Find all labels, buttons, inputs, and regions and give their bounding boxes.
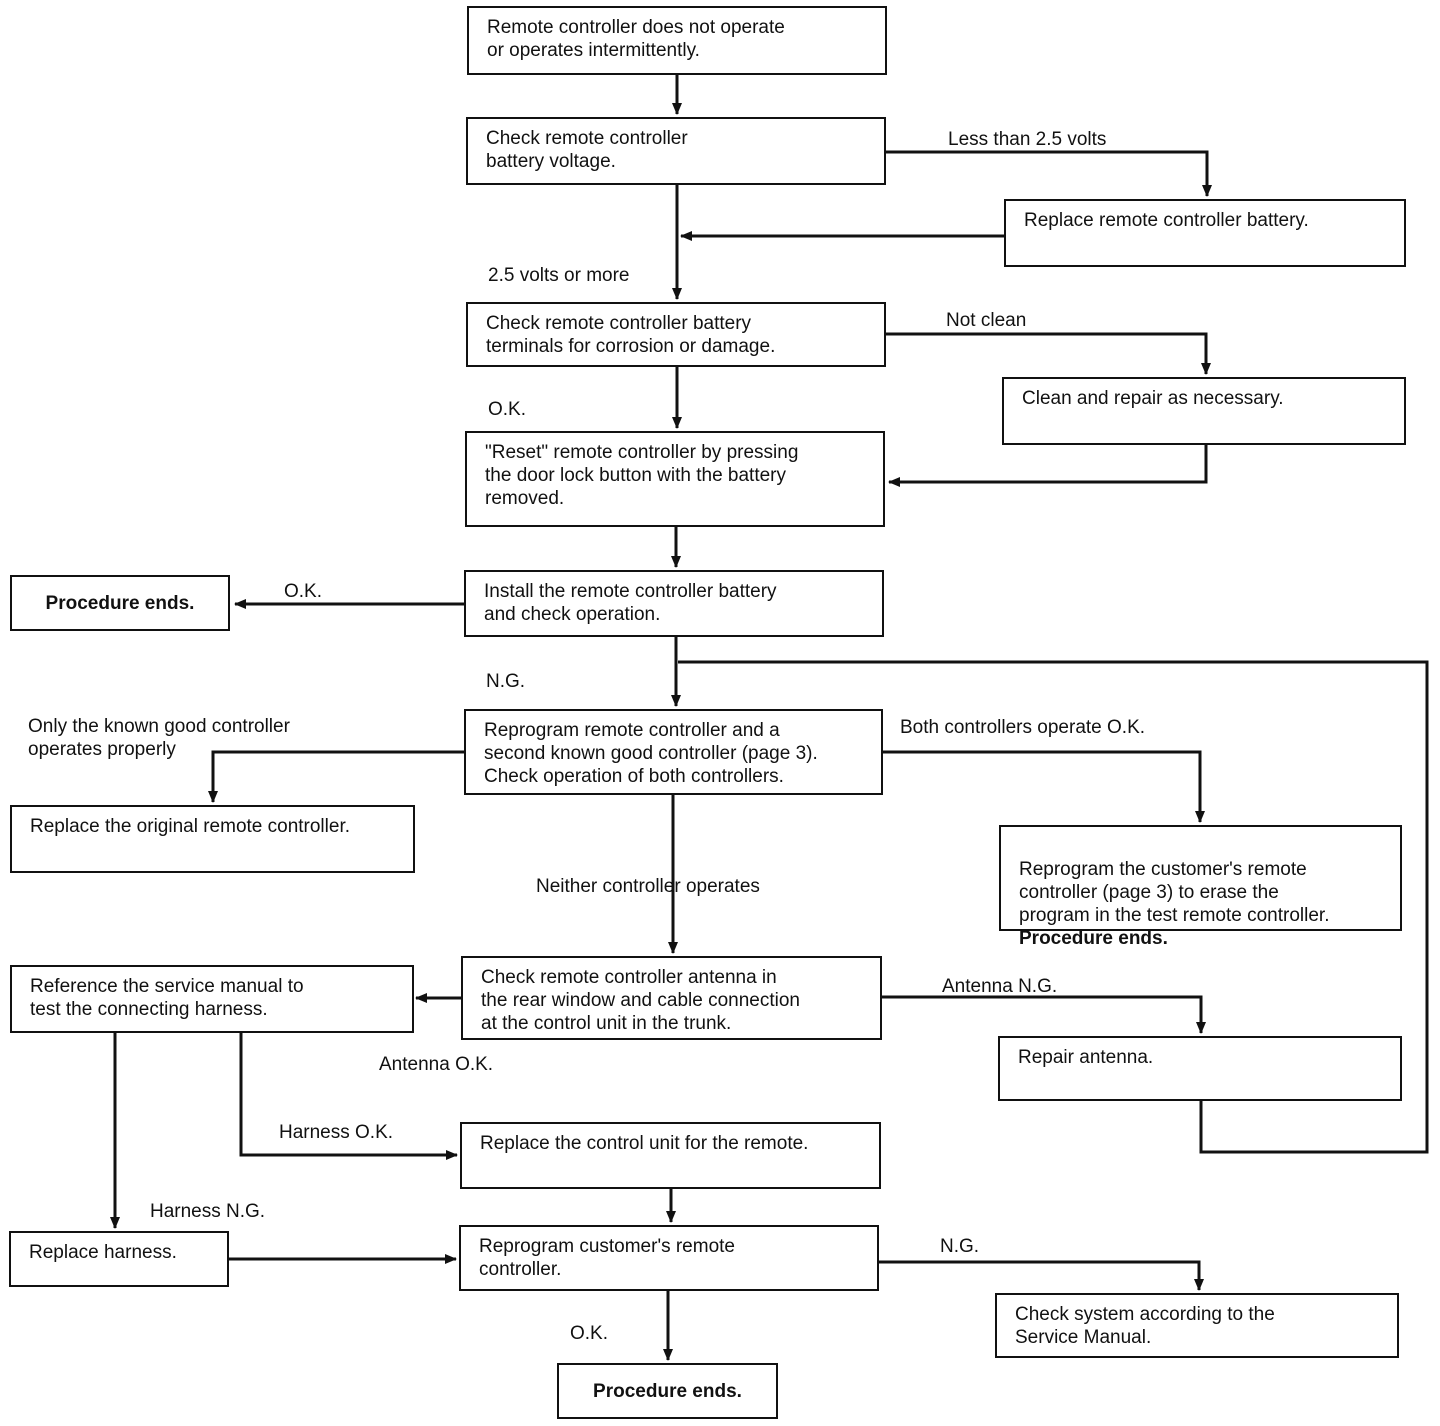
- label-only-known-good: Only the known good controller operates …: [28, 716, 290, 760]
- label-harness-ng: Harness N.G.: [150, 1201, 266, 1222]
- reset-controller-box: "Reset" remote controller by pressing th…: [465, 431, 885, 527]
- reprogram-customer-erase-end-text: Procedure ends.: [1019, 928, 1168, 949]
- reprogram-customer-erase-text: Reprogram the customer's remote controll…: [1019, 859, 1330, 926]
- arrow-reprogram-to-customer-erase: [882, 750, 1205, 823]
- label-neither-operates: Neither controller operates: [536, 876, 760, 897]
- replace-original-box: Replace the original remote controller.: [10, 805, 415, 873]
- label-not-clean: Not clean: [946, 310, 1027, 331]
- label-less-than-2-5-volts: Less than 2.5 volts: [948, 129, 1107, 150]
- label-ok-terminals: O.K.: [488, 399, 527, 420]
- label-ok-final: O.K.: [570, 1323, 609, 1344]
- label-ng-final: N.G.: [940, 1236, 980, 1257]
- arrow-battery-to-replace: [885, 150, 1212, 197]
- arrow-reference-to-control-unit: [239, 1032, 458, 1160]
- replace-battery-box: Replace remote controller battery.: [1004, 199, 1406, 267]
- repair-antenna-box: Repair antenna.: [998, 1036, 1402, 1101]
- label-2-5-volts-or-more: 2.5 volts or more: [488, 265, 630, 286]
- replace-harness-box: Replace harness.: [9, 1231, 229, 1287]
- reference-manual-box: Reference the service manual to test the…: [10, 965, 414, 1033]
- arrow-antenna-to-repair: [880, 995, 1206, 1034]
- check-battery-voltage-box: Check remote controller battery voltage.: [466, 117, 886, 185]
- arrow-reprogram-to-replace-original: [208, 750, 465, 803]
- arrow-reprogram-to-check-system: [878, 1260, 1204, 1291]
- label-antenna-ng: Antenna N.G.: [942, 976, 1058, 997]
- label-ng-install: N.G.: [486, 671, 526, 692]
- reprogram-customer-box: Reprogram customer's remote controller.: [459, 1225, 879, 1291]
- arrow-clean-to-reset: [888, 444, 1208, 487]
- arrow-terminals-to-clean: [885, 332, 1211, 375]
- check-antenna-box: Check remote controller antenna in the r…: [461, 956, 882, 1040]
- label-both-operate: Both controllers operate O.K.: [900, 717, 1146, 738]
- install-battery-box: Install the remote controller battery an…: [464, 570, 884, 637]
- replace-control-unit-box: Replace the control unit for the remote.: [460, 1122, 881, 1189]
- check-system-box: Check system according to the Service Ma…: [995, 1293, 1399, 1358]
- label-ok-install: O.K.: [284, 581, 323, 602]
- reprogram-customer-erase-box: Reprogram the customer's remote controll…: [999, 825, 1402, 949]
- label-antenna-ok: Antenna O.K.: [379, 1054, 494, 1075]
- check-terminals-box: Check remote controller battery terminal…: [466, 302, 886, 367]
- clean-repair-box: Clean and repair as necessary.: [1002, 377, 1406, 445]
- reprogram-both-box: Reprogram remote controller and a second…: [464, 709, 883, 795]
- start-box: Remote controller does not operate or op…: [467, 6, 887, 75]
- label-harness-ok: Harness O.K.: [279, 1122, 394, 1143]
- procedure-ends-box: Procedure ends.: [10, 575, 230, 631]
- arrow-repair-loop: [678, 660, 1429, 1154]
- procedure-ends-final-box: Procedure ends.: [557, 1363, 778, 1419]
